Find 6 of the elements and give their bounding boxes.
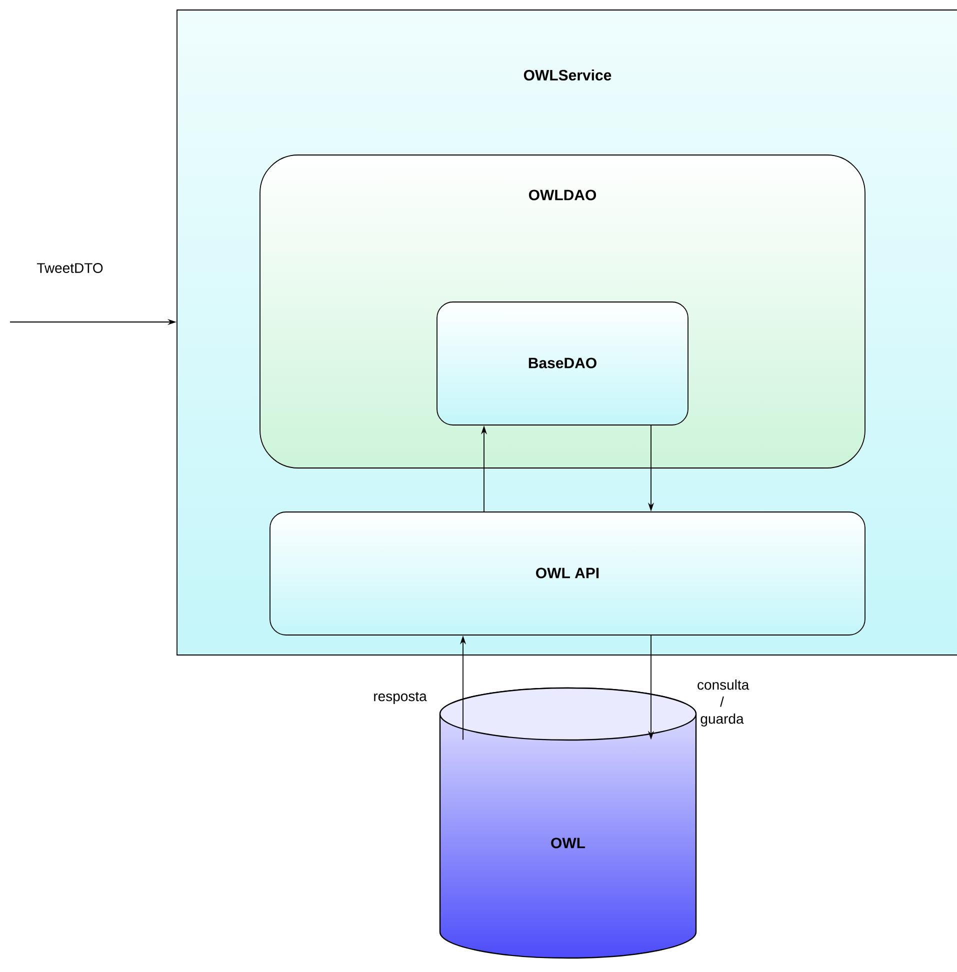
dao-box: BaseDAO [436, 302, 688, 426]
edge-label: resposta [374, 692, 427, 704]
api-box: OWL API [270, 512, 866, 636]
database-cylinder: OWL [439, 687, 697, 959]
edge-label: TweetDTO [37, 263, 103, 273]
edge-label: consulta / guarda [698, 679, 750, 727]
